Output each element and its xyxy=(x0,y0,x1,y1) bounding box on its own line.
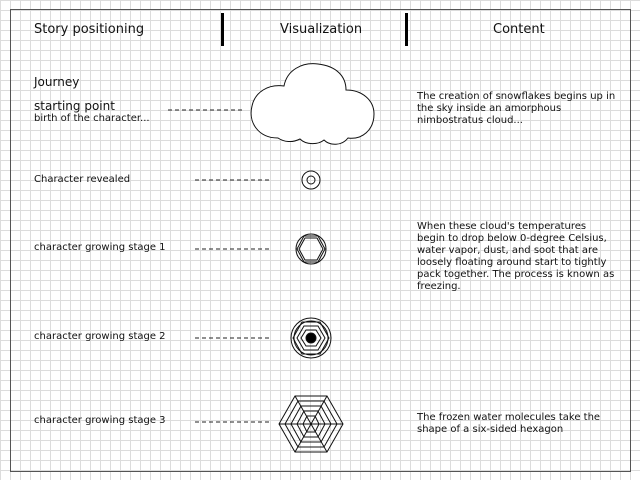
content-freezing-text: When these cloud's temperatures begin to… xyxy=(417,221,615,292)
journey-label: Journey xyxy=(34,75,80,89)
snowflake-hexagon-icon xyxy=(278,395,344,453)
starting-point-subtitle: birth of the character... xyxy=(34,113,150,124)
stage-growing-1-label: character growing stage 1 xyxy=(34,242,166,253)
cloud-icon xyxy=(250,63,375,145)
hexagon-core-icon xyxy=(290,317,332,359)
header-separator-2 xyxy=(405,13,408,46)
stage-growing-2-label: character growing stage 2 xyxy=(34,331,166,342)
header-story-positioning: Story positioning xyxy=(34,22,145,37)
dashed-connectors xyxy=(168,109,272,423)
starting-point-label: starting point xyxy=(34,99,115,113)
diagram-frame xyxy=(10,9,631,472)
hexagon-crystal-icon xyxy=(295,233,327,265)
stage-revealed-label: Character revealed xyxy=(34,174,131,185)
droplet-icon xyxy=(301,170,321,190)
content-cloud-text: The creation of snowflakes begins up in … xyxy=(417,91,616,126)
header-visualization: Visualization xyxy=(280,22,363,37)
stage-growing-3-label: character growing stage 3 xyxy=(34,415,166,426)
content-hexagon-text: The frozen water molecules take the shap… xyxy=(417,412,601,435)
header-content: Content xyxy=(493,22,545,37)
header-separator-1 xyxy=(221,13,224,46)
